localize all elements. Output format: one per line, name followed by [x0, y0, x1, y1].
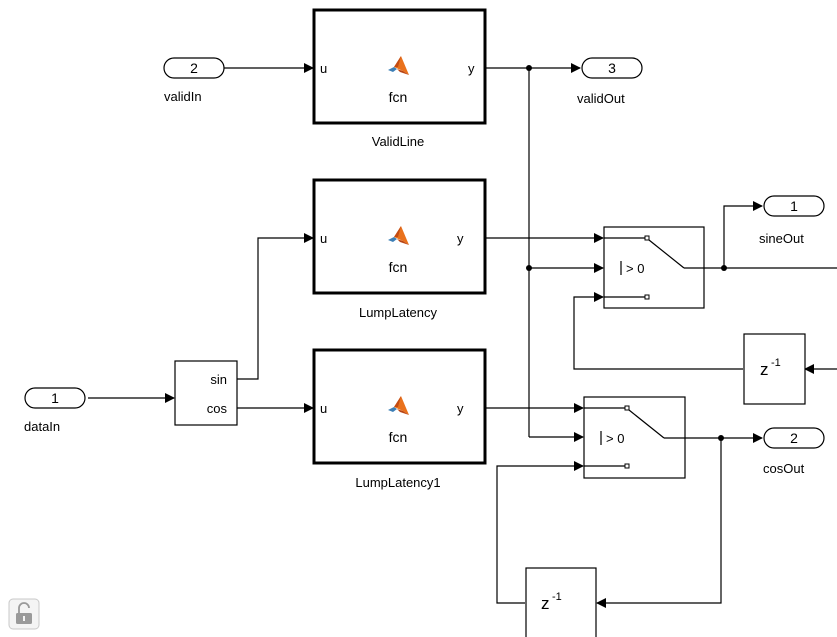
validline-fcn: fcn	[389, 89, 408, 105]
outport-sineOut[interactable]: 1 sineOut	[759, 195, 825, 246]
lumplatency-fcn: fcn	[389, 259, 408, 275]
validline-name: ValidLine	[372, 134, 425, 149]
outport-validOut-number: 3	[608, 60, 616, 76]
outport-cosOut[interactable]: 2 cosOut	[763, 427, 825, 476]
lumplatency1-out-port: y	[457, 401, 464, 416]
inport-validIn-label: validIn	[164, 89, 202, 104]
lumplatency1-fcn: fcn	[389, 429, 408, 445]
unit-delay-block-2[interactable]: z -1	[525, 567, 597, 637]
outport-validOut-label: validOut	[577, 91, 625, 106]
demux-cos-label: cos	[207, 401, 228, 416]
inport-dataIn-label: dataIn	[24, 419, 60, 434]
lumplatency-out-port: y	[457, 231, 464, 246]
matlab-block-validline[interactable]: u y fcn ValidLine	[312, 8, 487, 149]
outport-cosOut-label: cosOut	[763, 461, 805, 476]
lock-button[interactable]	[8, 598, 40, 630]
switch1-threshold: > 0	[626, 261, 644, 276]
outport-cosOut-number: 2	[790, 430, 798, 446]
switch-block-2[interactable]: > 0	[583, 396, 686, 479]
switch2-threshold: > 0	[606, 431, 624, 446]
outport-sineOut-number: 1	[790, 198, 798, 214]
matlab-block-lumplatency[interactable]: u y fcn LumpLatency	[312, 178, 487, 320]
inport-validIn-number: 2	[190, 60, 198, 76]
inport-dataIn-number: 1	[51, 390, 59, 406]
demux-block[interactable]: sin cos	[174, 360, 238, 426]
matlab-block-lumplatency1[interactable]: u y fcn LumpLatency1	[312, 348, 487, 490]
demux-sin-label: sin	[210, 372, 227, 387]
lock-icon	[16, 602, 32, 624]
unit-delay-block-1[interactable]: z -1	[743, 333, 806, 405]
delay2-z: z	[541, 594, 550, 613]
lumplatency1-name: LumpLatency1	[355, 475, 440, 490]
delay1-z: z	[760, 360, 769, 379]
inport-dataIn[interactable]: 1 dataIn	[24, 387, 86, 434]
signal-lines	[88, 63, 837, 608]
delay1-exponent: -1	[771, 357, 781, 369]
validline-in-port: u	[320, 61, 327, 76]
lumplatency-name: LumpLatency	[359, 305, 438, 320]
lumplatency1-in-port: u	[320, 401, 327, 416]
lumplatency-in-port: u	[320, 231, 327, 246]
outport-sineOut-label: sineOut	[759, 231, 804, 246]
switch-block-1[interactable]: > 0	[603, 226, 705, 309]
delay2-exponent: -1	[552, 591, 562, 603]
outport-validOut[interactable]: 3 validOut	[577, 57, 643, 106]
inport-validIn[interactable]: 2 validIn	[163, 57, 225, 104]
validline-out-port: y	[468, 61, 475, 76]
